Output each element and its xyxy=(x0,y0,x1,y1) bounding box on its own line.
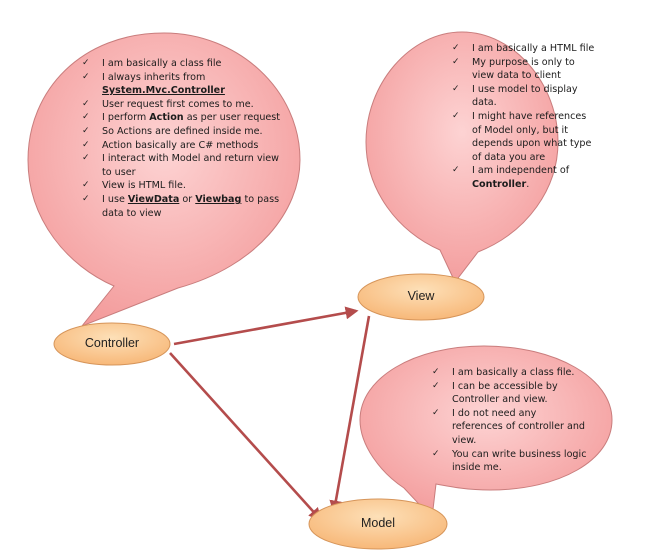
model-bubble-text: ✓I am basically a class file. ✓I can be … xyxy=(430,366,590,475)
list-item: ✓I interact with Model and return view t… xyxy=(82,153,280,178)
arrow-view-to-model xyxy=(329,315,371,514)
list-item: ✓User request first comes to me. xyxy=(82,98,254,110)
check-mark-icon: ✓ xyxy=(82,153,90,164)
controller-bubble xyxy=(27,32,301,328)
check-mark-icon: ✓ xyxy=(82,139,90,150)
model-label: Model xyxy=(360,516,396,530)
list-item: ✓I am basically a class file. xyxy=(432,367,575,378)
view-bubble-text: ✓I am basically a HTML file ✓My purpose … xyxy=(450,42,596,192)
check-mark-icon: ✓ xyxy=(82,193,90,204)
list-item: ✓I perform Action as per user request xyxy=(82,112,281,124)
check-mark-icon: ✓ xyxy=(82,180,90,191)
list-item: ✓I am independent of Controller. xyxy=(452,165,570,190)
check-mark-icon: ✓ xyxy=(82,71,90,82)
list-item: ✓You can write business logic inside me. xyxy=(432,448,587,474)
check-mark-icon: ✓ xyxy=(82,58,90,68)
list-item: ✓So Actions are defined inside me. xyxy=(82,125,263,137)
check-mark-icon: ✓ xyxy=(452,56,460,67)
check-mark-icon: ✓ xyxy=(432,407,440,418)
arrow-controller-to-model xyxy=(169,352,322,521)
view-bubble xyxy=(365,31,559,283)
list-item: ✓Action basically are C# methods xyxy=(82,139,259,151)
check-mark-icon: ✓ xyxy=(432,367,440,377)
list-item: ✓My purpose is only to view data to clie… xyxy=(452,56,575,82)
list-item: ✓I am basically a HTML file xyxy=(452,43,595,54)
check-mark-icon: ✓ xyxy=(432,380,440,391)
check-mark-icon: ✓ xyxy=(82,112,90,123)
view-node xyxy=(357,273,485,321)
list-item: ✓I might have references of Model only, … xyxy=(452,110,592,163)
list-item: ✓I use model to display data. xyxy=(452,83,578,109)
list-item: ✓I do not need any references of control… xyxy=(432,407,586,446)
list-item: ✓I can be accessible by Controller and v… xyxy=(432,380,558,406)
list-item: ✓View is HTML file. xyxy=(82,180,186,192)
model-bubble xyxy=(359,345,613,520)
check-mark-icon: ✓ xyxy=(432,448,440,459)
check-mark-icon: ✓ xyxy=(82,125,90,136)
check-mark-icon: ✓ xyxy=(452,165,460,176)
list-item: ✓I am basically a class file xyxy=(82,58,222,69)
check-mark-icon: ✓ xyxy=(452,83,460,94)
controller-bubble-text: ✓I am basically a class file ✓I always i… xyxy=(80,57,284,220)
controller-label: Controller xyxy=(84,336,140,350)
view-label: View xyxy=(407,289,435,303)
check-mark-icon: ✓ xyxy=(452,43,460,53)
list-item: ✓ I use ViewData or Viewbag to pass data… xyxy=(82,193,280,219)
model-node xyxy=(308,498,448,550)
check-mark-icon: ✓ xyxy=(452,110,460,121)
controller-node xyxy=(53,322,171,366)
check-mark-icon: ✓ xyxy=(82,98,90,109)
arrow-controller-to-view xyxy=(173,306,359,346)
